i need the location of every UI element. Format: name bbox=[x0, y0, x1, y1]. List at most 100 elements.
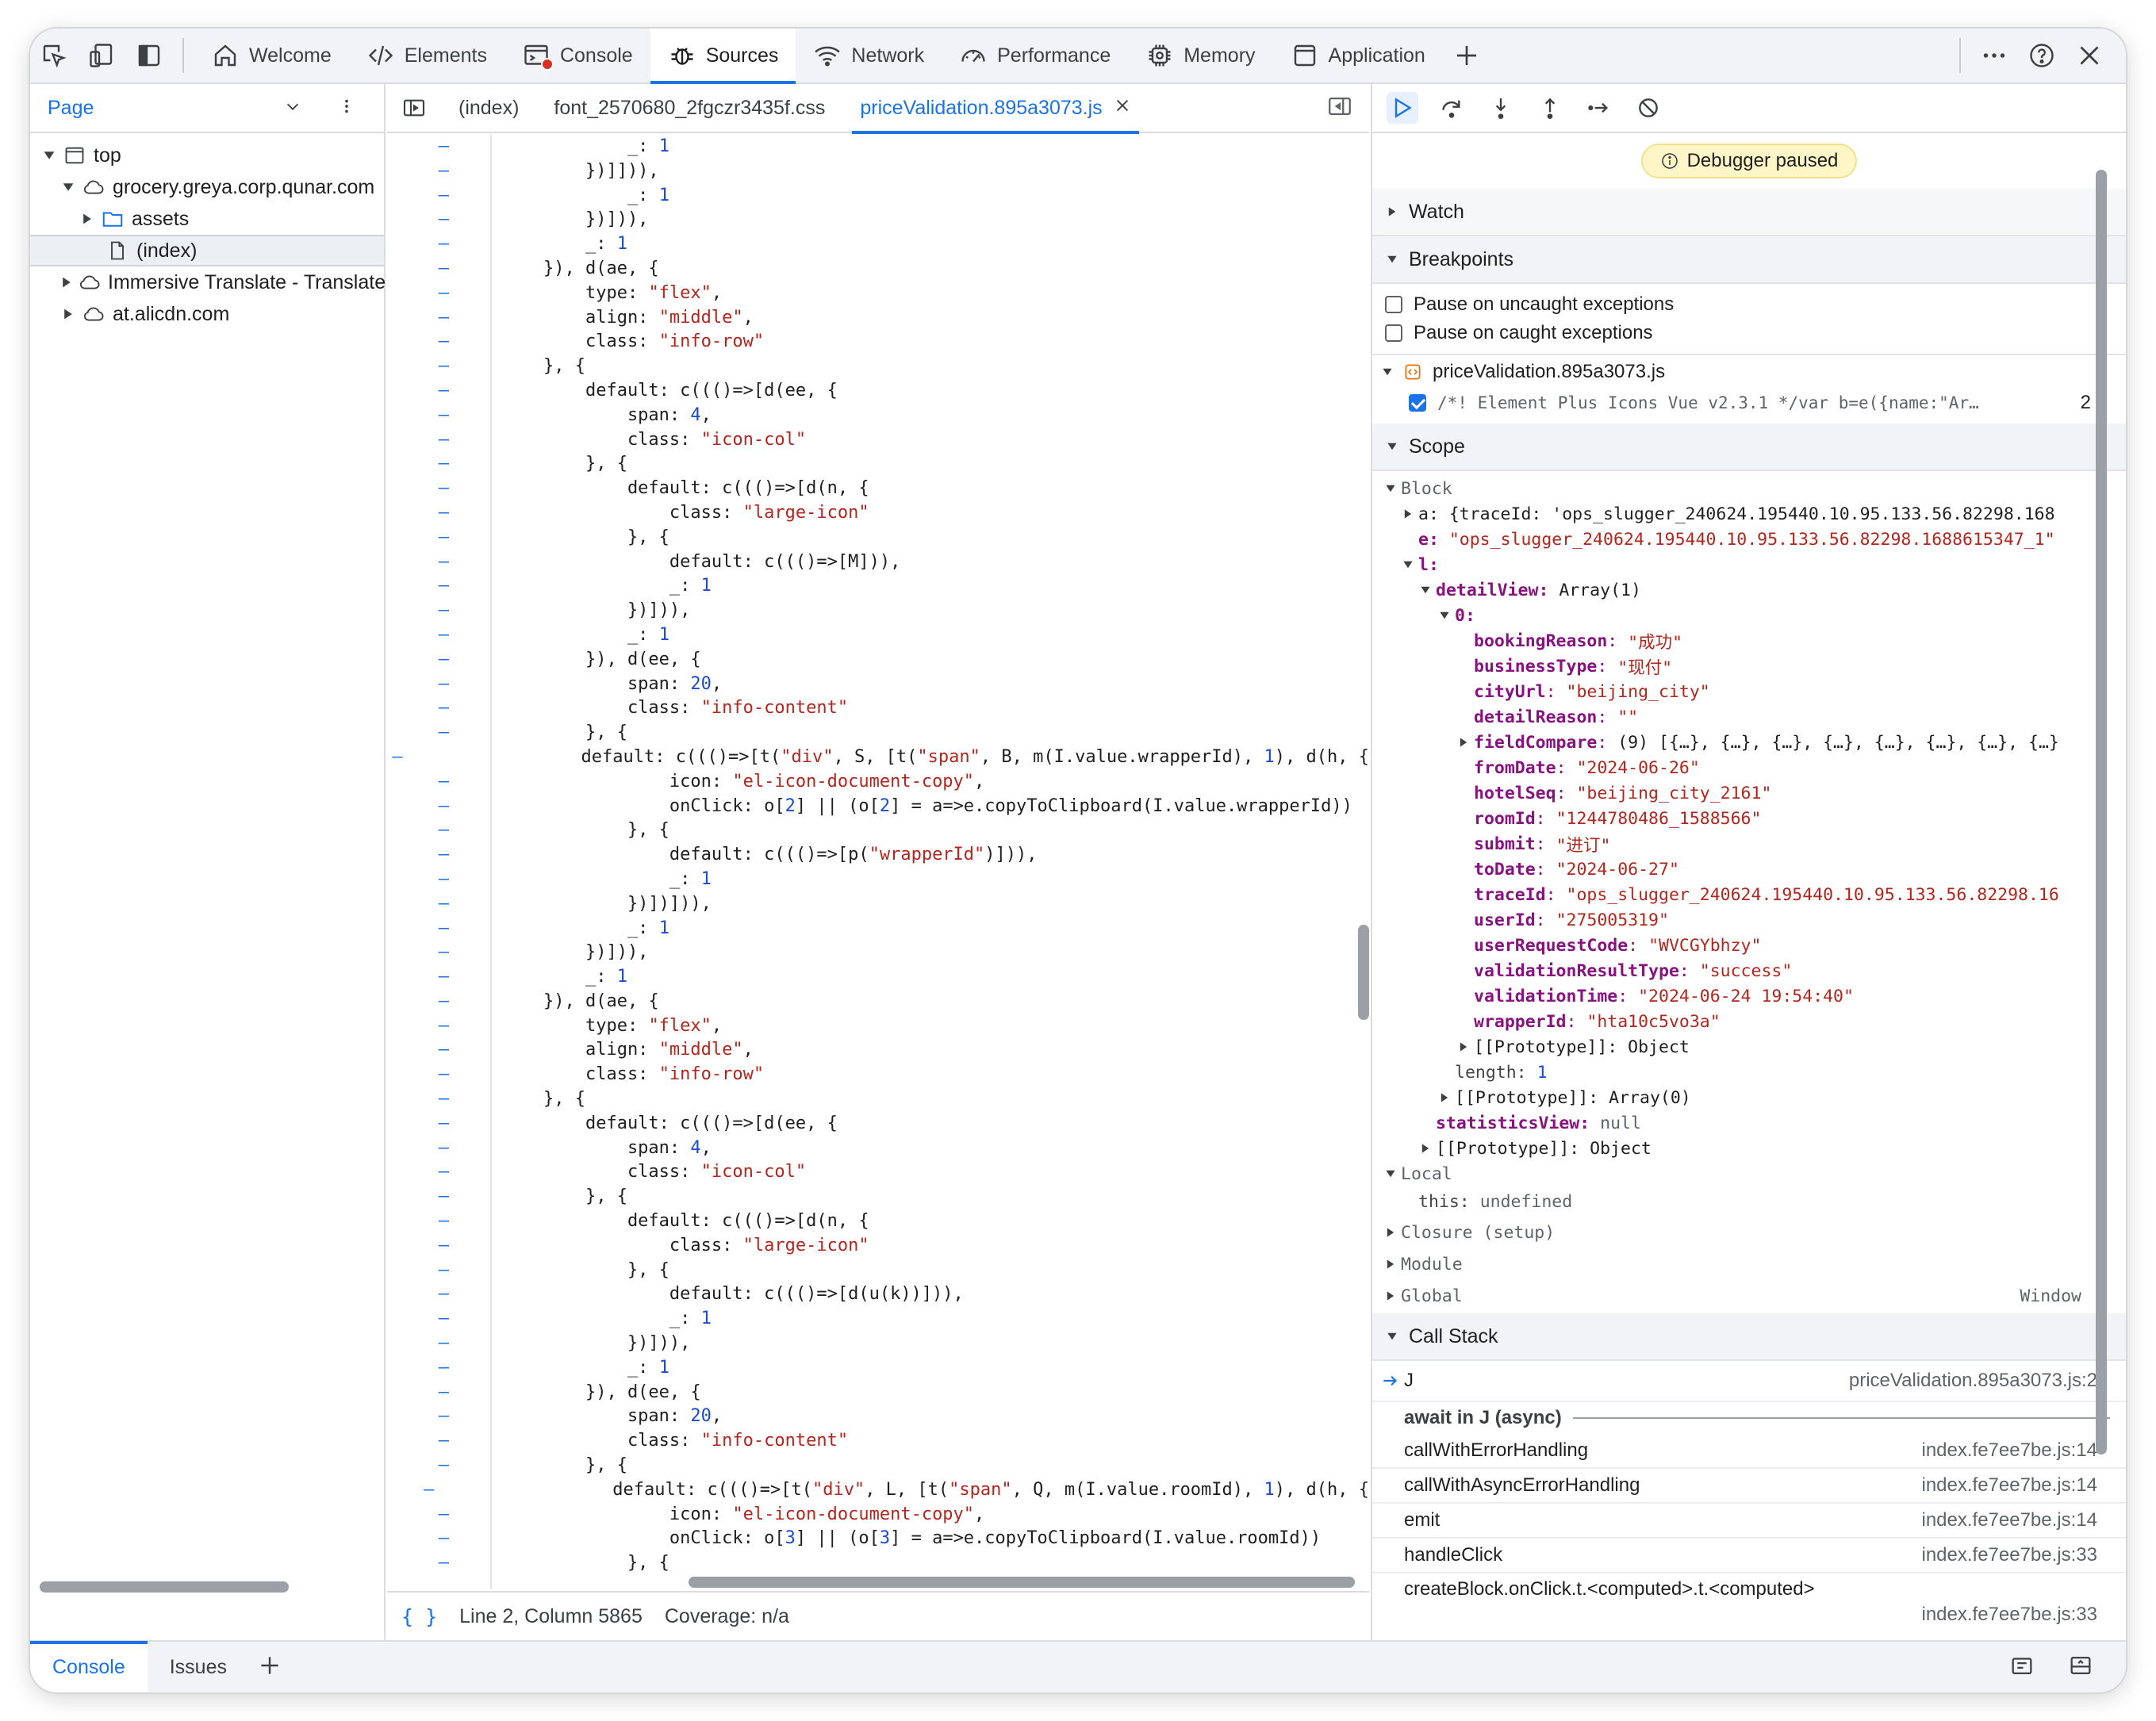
section-watch[interactable]: Watch bbox=[1372, 189, 2126, 236]
code-line[interactable]: – })])), bbox=[387, 599, 1369, 623]
code-line[interactable]: – class: "info-row" bbox=[387, 330, 1369, 355]
step-into-icon[interactable] bbox=[1485, 92, 1517, 124]
code-line[interactable]: – _: 1 bbox=[387, 1307, 1369, 1332]
line-gutter-marker[interactable]: – bbox=[438, 1504, 449, 1524]
line-gutter-marker[interactable]: – bbox=[438, 723, 449, 743]
quick-view-icon[interactable] bbox=[2008, 1652, 2035, 1683]
tab-memory[interactable]: Memory bbox=[1128, 29, 1272, 83]
line-gutter-marker[interactable]: – bbox=[438, 209, 449, 230]
code-line[interactable]: – }, { bbox=[387, 1259, 1369, 1283]
line-gutter-marker[interactable]: – bbox=[438, 1015, 449, 1036]
drawer-tab-issues[interactable]: Issues bbox=[148, 1641, 249, 1692]
line-gutter-marker[interactable]: – bbox=[438, 576, 449, 596]
breakpoint-enabled-checkbox[interactable] bbox=[1409, 394, 1426, 412]
line-gutter-marker[interactable]: – bbox=[438, 673, 449, 694]
debugger-vertical-scrollbar[interactable] bbox=[2096, 170, 2107, 1455]
line-gutter-marker[interactable]: – bbox=[392, 746, 403, 767]
code-line[interactable]: – default: c((()=>[d(ee, { bbox=[387, 379, 1369, 404]
section-scope[interactable]: Scope bbox=[1372, 424, 2126, 471]
code-line[interactable]: – })])), bbox=[387, 1332, 1369, 1356]
line-gutter-marker[interactable]: – bbox=[438, 1406, 449, 1427]
section-call-stack[interactable]: Call Stack bbox=[1372, 1313, 2126, 1361]
scope-var-e[interactable]: e: "ops_slugger_240624.195440.10.95.133.… bbox=[1372, 527, 2126, 552]
line-gutter-marker[interactable]: – bbox=[438, 942, 449, 963]
line-gutter-marker[interactable]: – bbox=[438, 1089, 449, 1110]
scope-prototype-object-l[interactable]: [[Prototype]]: Object bbox=[1372, 1136, 2126, 1161]
scope-field-userrequestcode[interactable]: userRequestCode: "WVCGYbhzy" bbox=[1372, 933, 2126, 958]
scope-field-detailreason[interactable]: detailReason: "" bbox=[1372, 704, 2126, 730]
code-line[interactable]: – class: "large-icon" bbox=[387, 1234, 1369, 1259]
scope-var-a[interactable]: a: {traceId: 'ops_slugger_240624.195440.… bbox=[1372, 501, 2126, 527]
tree-item-assets[interactable]: assets bbox=[30, 203, 384, 235]
scope-field-bookingreason[interactable]: bookingReason: "成功" bbox=[1372, 628, 2126, 654]
scope-field-validationresulttype[interactable]: validationResultType: "success" bbox=[1372, 958, 2126, 983]
close-tab-icon[interactable] bbox=[1114, 97, 1131, 120]
code-line[interactable]: – default: c((()=>[d(n, { bbox=[387, 1209, 1369, 1234]
chevron-down-icon[interactable] bbox=[284, 98, 301, 119]
line-gutter-marker[interactable]: – bbox=[438, 478, 449, 499]
tree-item-immersive-translate[interactable]: Immersive Translate - Translate bbox=[30, 266, 386, 298]
dock-drawer-icon[interactable] bbox=[2067, 1652, 2094, 1683]
line-gutter-marker[interactable]: – bbox=[438, 551, 449, 572]
scope-var-this[interactable]: this: undefined bbox=[1372, 1186, 2126, 1217]
code-line[interactable]: – }, { bbox=[387, 1454, 1369, 1478]
code-line[interactable]: – }, { bbox=[387, 355, 1369, 379]
code-line[interactable]: – class: "large-icon" bbox=[387, 501, 1369, 526]
scope-field-cityurl[interactable]: cityUrl: "beijing_city" bbox=[1372, 679, 2126, 704]
help-icon[interactable] bbox=[2018, 29, 2066, 83]
code-line[interactable]: – class: "info-content" bbox=[387, 1429, 1369, 1454]
tree-item-index[interactable]: (index) bbox=[30, 235, 384, 266]
code-line[interactable]: – }, { bbox=[387, 1087, 1369, 1112]
line-gutter-marker[interactable]: – bbox=[438, 1064, 449, 1085]
scope-var-detailview[interactable]: detailView: Array(1) bbox=[1372, 577, 2126, 603]
code-line[interactable]: – default: c((()=>[p("wrapperId")])), bbox=[387, 843, 1369, 868]
step-over-icon[interactable] bbox=[1436, 92, 1467, 124]
code-line[interactable]: – span: 4, bbox=[387, 1136, 1369, 1161]
line-gutter-marker[interactable]: – bbox=[438, 160, 449, 181]
line-gutter-marker[interactable]: – bbox=[438, 845, 449, 865]
code-line[interactable]: – }), d(ae, { bbox=[387, 990, 1369, 1014]
line-gutter-marker[interactable]: – bbox=[438, 1382, 449, 1402]
line-gutter-marker[interactable]: – bbox=[438, 1284, 449, 1305]
code-line[interactable]: – _: 1 bbox=[387, 868, 1369, 892]
code-line[interactable]: – }, { bbox=[387, 818, 1369, 843]
scope-local[interactable]: Local bbox=[1372, 1161, 2126, 1186]
editor-vertical-scrollbar[interactable] bbox=[1358, 925, 1369, 1020]
code-line[interactable]: – }), d(ee, { bbox=[387, 648, 1369, 673]
code-line[interactable]: – _: 1 bbox=[387, 135, 1369, 159]
code-line[interactable]: – span: 20, bbox=[387, 1405, 1369, 1429]
scope-field-submit[interactable]: submit: "进订" bbox=[1372, 831, 2126, 857]
navigator-horizontal-scrollbar[interactable] bbox=[40, 1581, 289, 1593]
code-line[interactable]: – }, { bbox=[387, 526, 1369, 550]
more-vertical-icon[interactable] bbox=[338, 98, 355, 119]
line-gutter-marker[interactable]: – bbox=[438, 502, 449, 523]
pause-uncaught-checkbox-row[interactable]: Pause on uncaught exceptions bbox=[1372, 290, 2126, 319]
code-line[interactable]: – })])])), bbox=[387, 892, 1369, 917]
device-toolbar-icon[interactable] bbox=[78, 29, 125, 83]
scope-var-statisticsview[interactable]: statisticsView: null bbox=[1372, 1110, 2126, 1136]
code-line[interactable]: – default: c((()=>[d(u(k))])), bbox=[387, 1282, 1369, 1307]
line-gutter-marker[interactable]: – bbox=[438, 698, 449, 719]
code-line[interactable]: – default: c((()=>[t("div", S, [t("span"… bbox=[387, 746, 1369, 770]
code-line[interactable]: – type: "flex", bbox=[387, 1014, 1369, 1039]
drawer-tab-console[interactable]: Console bbox=[30, 1641, 148, 1692]
line-gutter-marker[interactable]: – bbox=[438, 1553, 449, 1573]
scope-var-zero[interactable]: 0: bbox=[1372, 603, 2126, 628]
step-out-icon[interactable] bbox=[1534, 92, 1566, 124]
line-gutter-marker[interactable]: – bbox=[438, 1357, 449, 1378]
code-line[interactable]: – }, { bbox=[387, 452, 1369, 477]
line-gutter-marker[interactable]: – bbox=[438, 893, 449, 914]
tab-application[interactable]: Application bbox=[1273, 29, 1443, 83]
code-line[interactable]: – default: c((()=>[d(n, { bbox=[387, 477, 1369, 501]
step-icon[interactable] bbox=[1583, 92, 1615, 124]
line-gutter-marker[interactable]: – bbox=[438, 1259, 449, 1280]
editor-horizontal-scrollbar[interactable] bbox=[689, 1577, 1355, 1588]
line-gutter-marker[interactable]: – bbox=[438, 1113, 449, 1133]
line-gutter-marker[interactable]: – bbox=[438, 624, 449, 645]
code-line[interactable]: – })])), bbox=[387, 941, 1369, 965]
scope-field-wrapperid[interactable]: wrapperId: "hta10c5vo3a" bbox=[1372, 1009, 2126, 1034]
line-gutter-marker[interactable]: – bbox=[438, 136, 449, 156]
code-line[interactable]: – default: c((()=>[d(ee, { bbox=[387, 1112, 1369, 1136]
